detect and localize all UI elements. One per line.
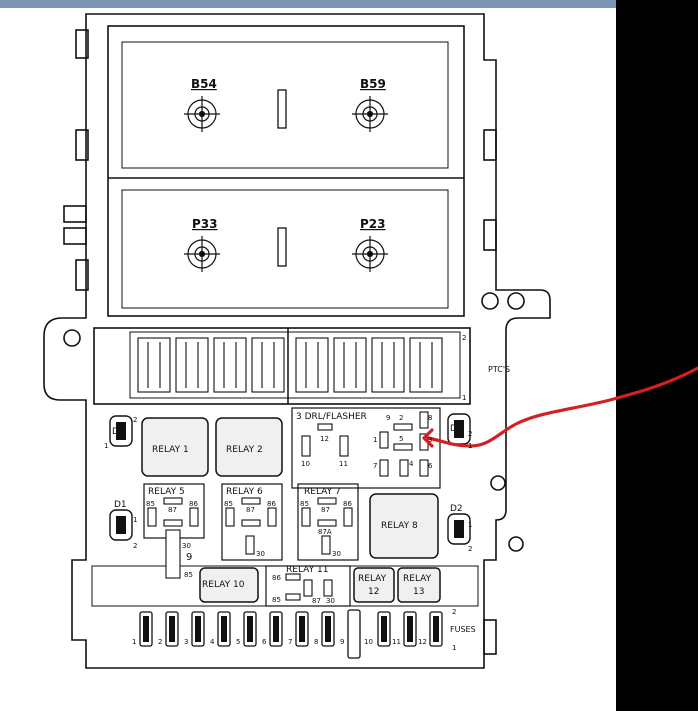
relay-12-block (353, 567, 395, 603)
ptcs-label: PTC'S (488, 365, 510, 374)
pin-label: 6 (428, 462, 433, 470)
fuse-number: 5 (236, 638, 240, 646)
connector-p23-label: P23 (360, 217, 386, 231)
pin-label: 1 (133, 516, 137, 524)
relay-6-area (221, 483, 283, 561)
window-top-bar (0, 0, 616, 8)
drl-flasher-label: 3 DRL/FLASHER (296, 412, 367, 422)
relay-10-label: RELAY 10 (202, 580, 245, 590)
pin-label: 86 (272, 574, 281, 582)
pin-label: 30 (326, 597, 335, 605)
relay-5-label: RELAY 5 (148, 487, 185, 497)
fuse-row (139, 609, 443, 659)
pin-label: 2 (452, 608, 456, 616)
relay-12-label-bottom: 12 (368, 587, 379, 597)
relay-8-block (369, 493, 439, 559)
pin-label: 11 (339, 460, 348, 468)
connector-b59-label: B59 (360, 77, 386, 91)
pin-label: 1 (104, 442, 108, 450)
pin-label: 3 (428, 436, 432, 444)
drl-flasher-area (291, 407, 441, 489)
connector-b54-terminal (184, 96, 220, 132)
pin-label: 2 (133, 416, 137, 424)
fuse-number: 12 (418, 638, 427, 646)
pin-label: 86 (267, 500, 276, 508)
pin-label: 1 (373, 436, 377, 444)
pin-label: 30 (182, 542, 191, 550)
black-side-panel (616, 0, 698, 711)
pin-label: 87 (168, 506, 177, 514)
fuse-number: 7 (288, 638, 292, 646)
pin-label: 86 (189, 500, 198, 508)
fuse-number: 11 (392, 638, 401, 646)
diode-d4-label: D4 (450, 424, 463, 434)
pin-label: 87A (318, 528, 332, 536)
pin-label: 87 (321, 506, 330, 514)
pin-label: 85 (184, 571, 193, 579)
connector-p33-terminal (184, 236, 220, 272)
pin-label: 1 (468, 521, 472, 529)
relay-2-block (215, 417, 283, 477)
pin-label: 9 (186, 552, 192, 563)
pin-label: 2 (468, 430, 472, 438)
pin-label: 5 (399, 435, 403, 443)
lower-section (91, 565, 479, 607)
fuse-number: 1 (132, 638, 136, 646)
fuse-number: 8 (314, 638, 318, 646)
pin-label: 30 (256, 550, 265, 558)
pin-label: 9 (386, 414, 390, 422)
fuse-number: 10 (364, 638, 373, 646)
connector-b54-label: B54 (191, 77, 217, 91)
connector-p23-terminal (352, 236, 388, 272)
pin-label: 10 (301, 460, 310, 468)
relay-13-block (397, 567, 441, 603)
connector-b59-terminal (352, 96, 388, 132)
annotation-arrowhead-icon (422, 428, 434, 448)
fuse-number: 6 (262, 638, 267, 646)
fuse-number: 2 (158, 638, 162, 646)
pin-label: 12 (320, 435, 329, 443)
pin-label: 2 (468, 545, 472, 553)
relay-13-label-top: RELAY (403, 574, 432, 584)
pin-label: 4 (409, 460, 414, 468)
pin-label: 85 (146, 500, 155, 508)
relay-1-label: RELAY 1 (152, 445, 189, 455)
pin-label: 1 (452, 644, 456, 652)
relay-1-block (141, 417, 209, 477)
pin-label: 7 (373, 462, 377, 470)
pin-label: 85 (272, 596, 281, 604)
pin-label: 1 (462, 394, 466, 402)
pin-label: 86 (343, 500, 352, 508)
pin-label: 85 (300, 500, 309, 508)
pin-label: 30 (332, 550, 341, 558)
fuse-box-outline (43, 13, 551, 669)
pin-label: 2 (462, 334, 466, 342)
pin-label: 87 (312, 597, 321, 605)
relay-6-label: RELAY 6 (226, 487, 263, 497)
pin-label: 87 (246, 506, 255, 514)
diode-d2-label: D2 (450, 504, 463, 514)
relay-7-label: RELAY 7 (304, 487, 341, 497)
pin-label: 2 (399, 414, 403, 422)
relay-2-label: RELAY 2 (226, 445, 263, 455)
fuses-label: FUSES (450, 625, 476, 634)
relay-8-label: RELAY 8 (381, 521, 418, 531)
pin-label: 2 (133, 542, 137, 550)
fuse-number: 3 (184, 638, 188, 646)
relay-7-area (297, 483, 359, 561)
connector-p33-label: P33 (192, 217, 218, 231)
diode-d1-label: D1 (114, 500, 127, 510)
pin-label: 1 (468, 442, 472, 450)
relay-11-label: RELAY 11 (286, 565, 328, 575)
diode-d3-label: D3 (112, 427, 125, 437)
relay-12-label-top: RELAY (358, 574, 387, 584)
pin-label: 85 (224, 500, 233, 508)
pin-label: 8 (428, 414, 432, 422)
fuse-number: 4 (210, 638, 215, 646)
annotation-arrow (426, 366, 698, 448)
relay-13-label-bottom: 13 (413, 587, 424, 597)
relay-10-block (199, 567, 259, 603)
fuse-number: 9 (340, 638, 344, 646)
